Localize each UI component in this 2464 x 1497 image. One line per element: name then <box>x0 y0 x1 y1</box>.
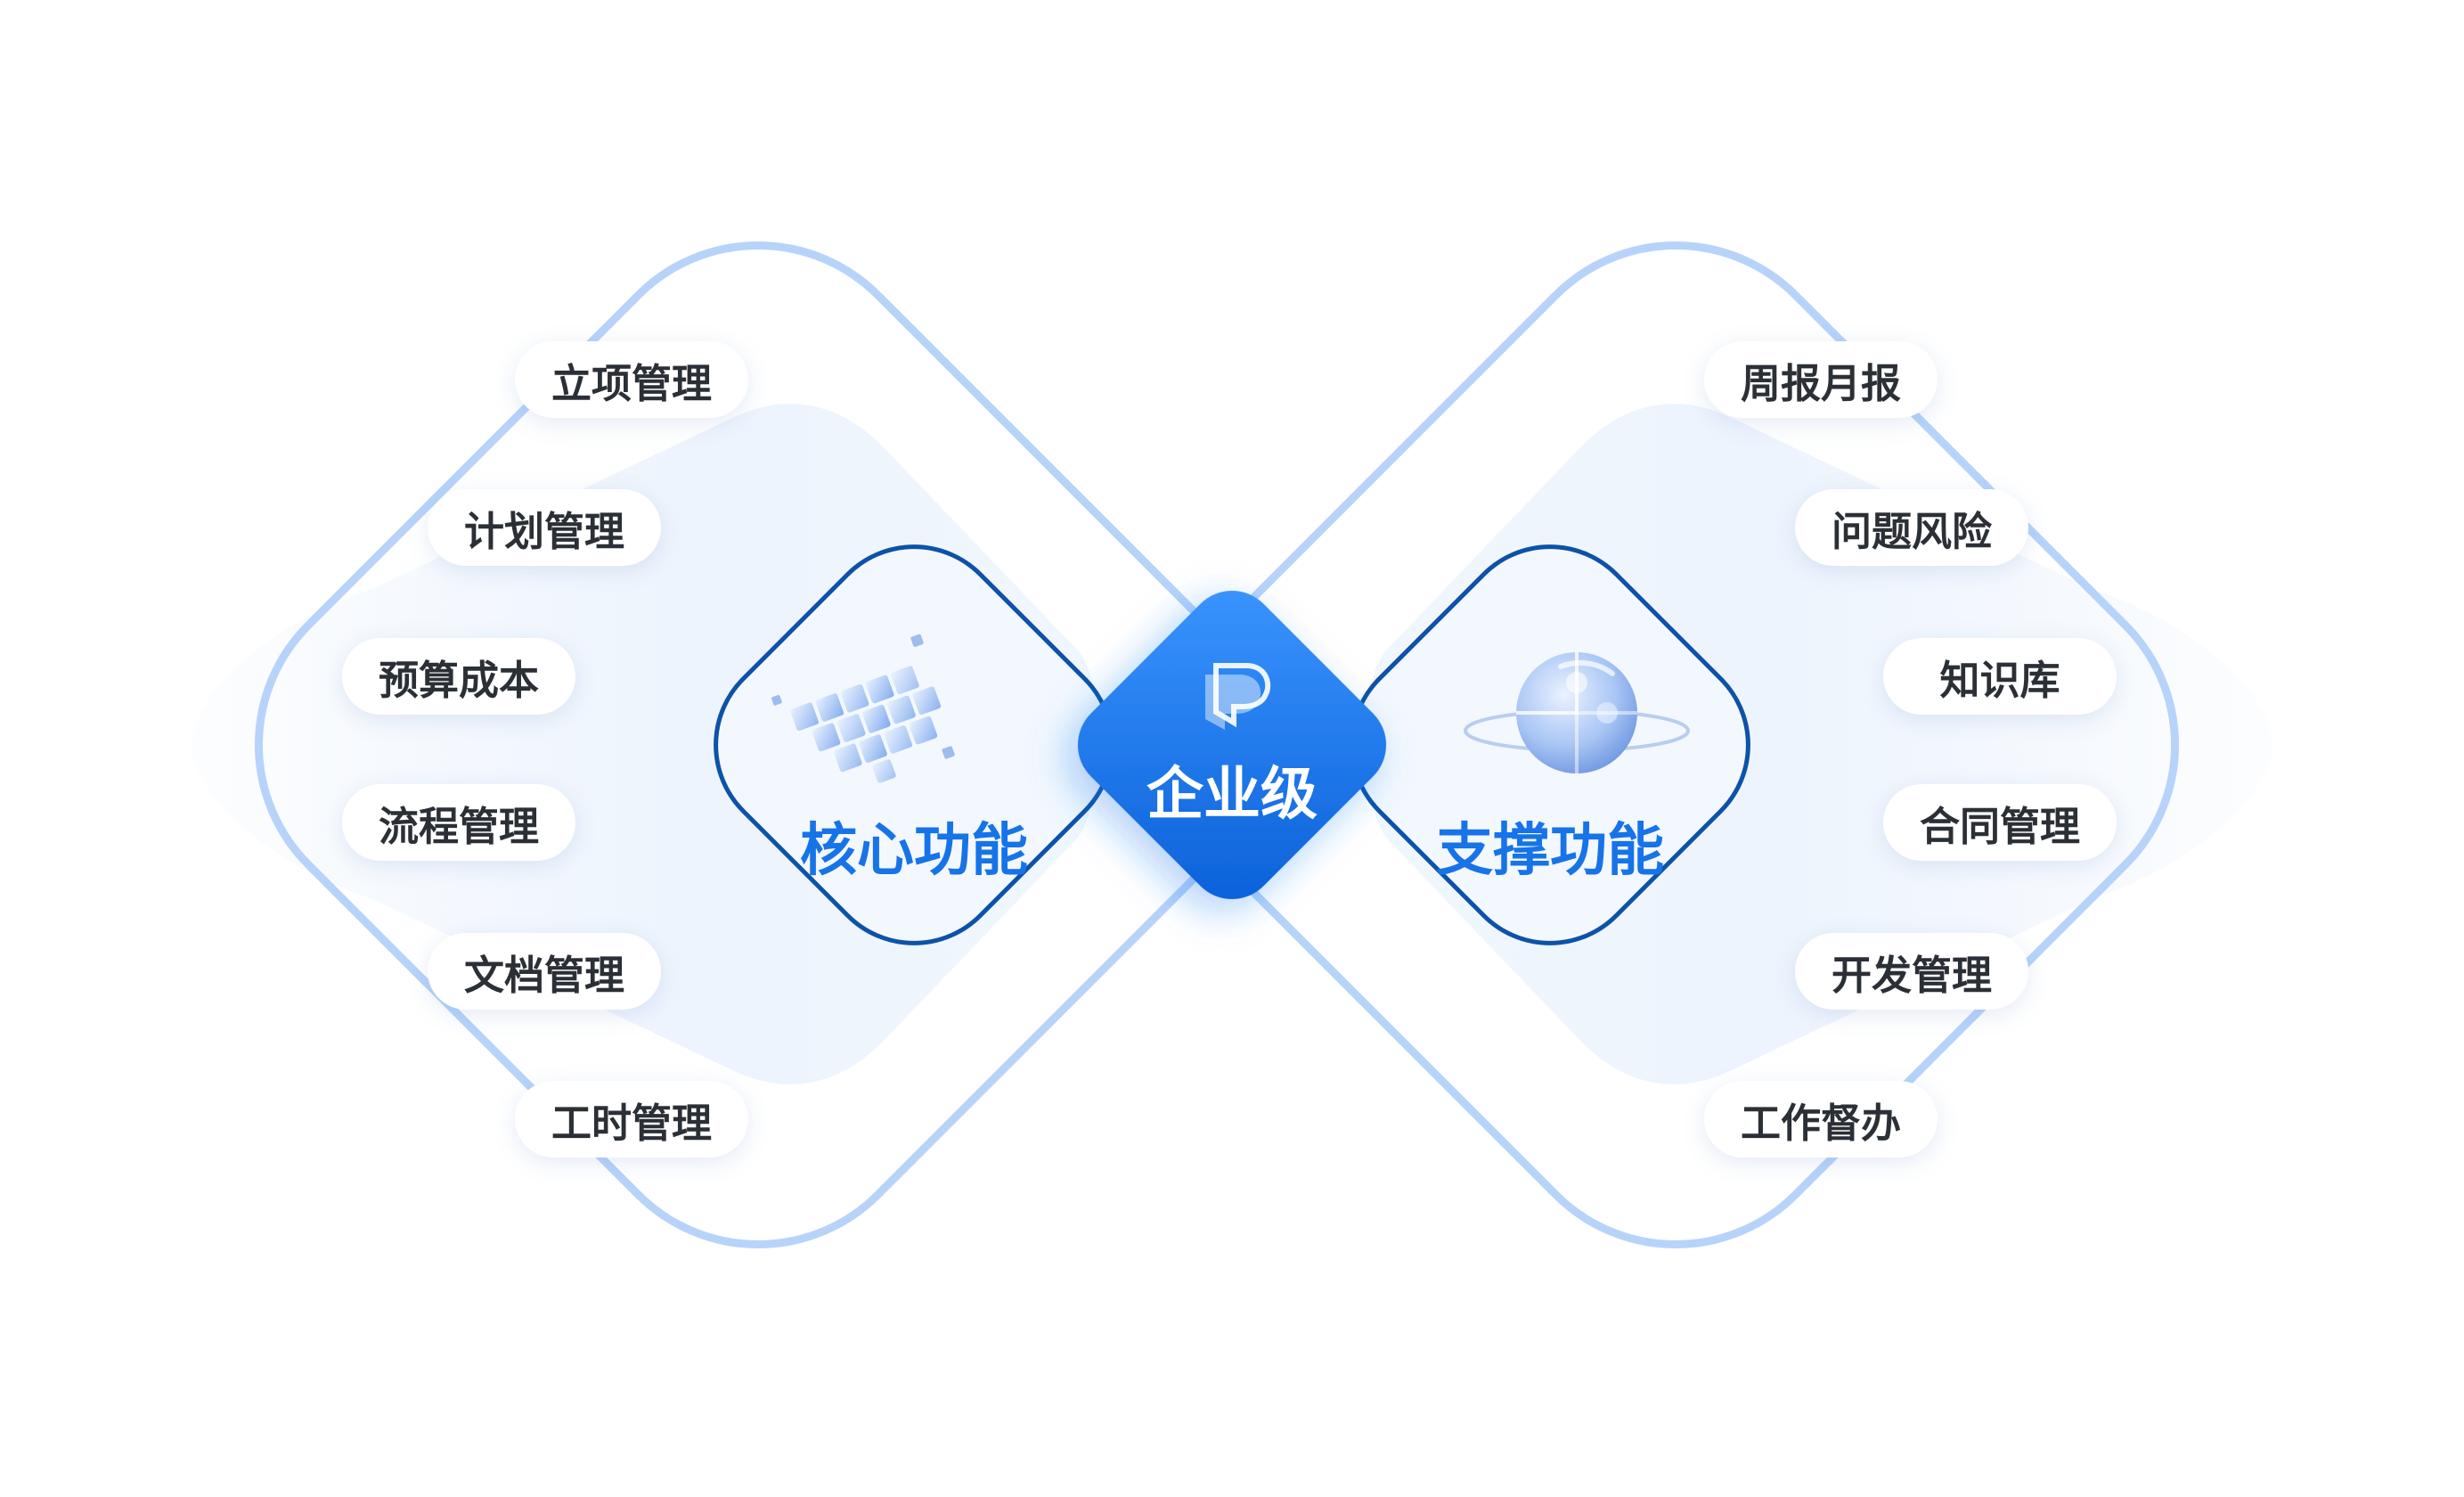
support-item-issue-risk: 问题风险 <box>1795 489 2028 566</box>
support-item-development-management: 开发管理 <box>1795 933 2028 1010</box>
right-inner-ring <box>1350 544 1750 945</box>
center-tile <box>1077 590 1387 900</box>
core-item-process-management: 流程管理 <box>342 784 575 861</box>
cubes-icon <box>771 634 955 783</box>
core-item-document-management: 文档管理 <box>428 933 661 1010</box>
support-functions-title: 支撑功能 <box>1436 818 1664 884</box>
core-item-plan-management: 计划管理 <box>428 489 661 566</box>
enterprise-label: 企业级 <box>1146 762 1318 828</box>
support-item-weekly-monthly-report: 周报月报 <box>1704 341 1938 418</box>
left-outer-ring <box>254 241 1262 1249</box>
core-item-timesheet-management: 工时管理 <box>515 1081 748 1158</box>
core-item-project-initiation: 立项管理 <box>515 341 748 418</box>
right-outer-ring <box>1171 241 2180 1249</box>
left-inner-ring <box>714 544 1114 945</box>
pm-logo-icon <box>1205 663 1271 730</box>
support-item-contract-management: 合同管理 <box>1883 784 2117 861</box>
core-functions-title: 核心功能 <box>800 818 1028 884</box>
support-item-work-supervision: 工作督办 <box>1704 1081 1938 1158</box>
core-item-budget-cost: 预算成本 <box>342 638 575 715</box>
left-inner-diamond-fill <box>715 546 1113 944</box>
globe-puzzle-icon <box>1464 652 1690 773</box>
support-item-knowledge-base: 知识库 <box>1883 638 2117 715</box>
